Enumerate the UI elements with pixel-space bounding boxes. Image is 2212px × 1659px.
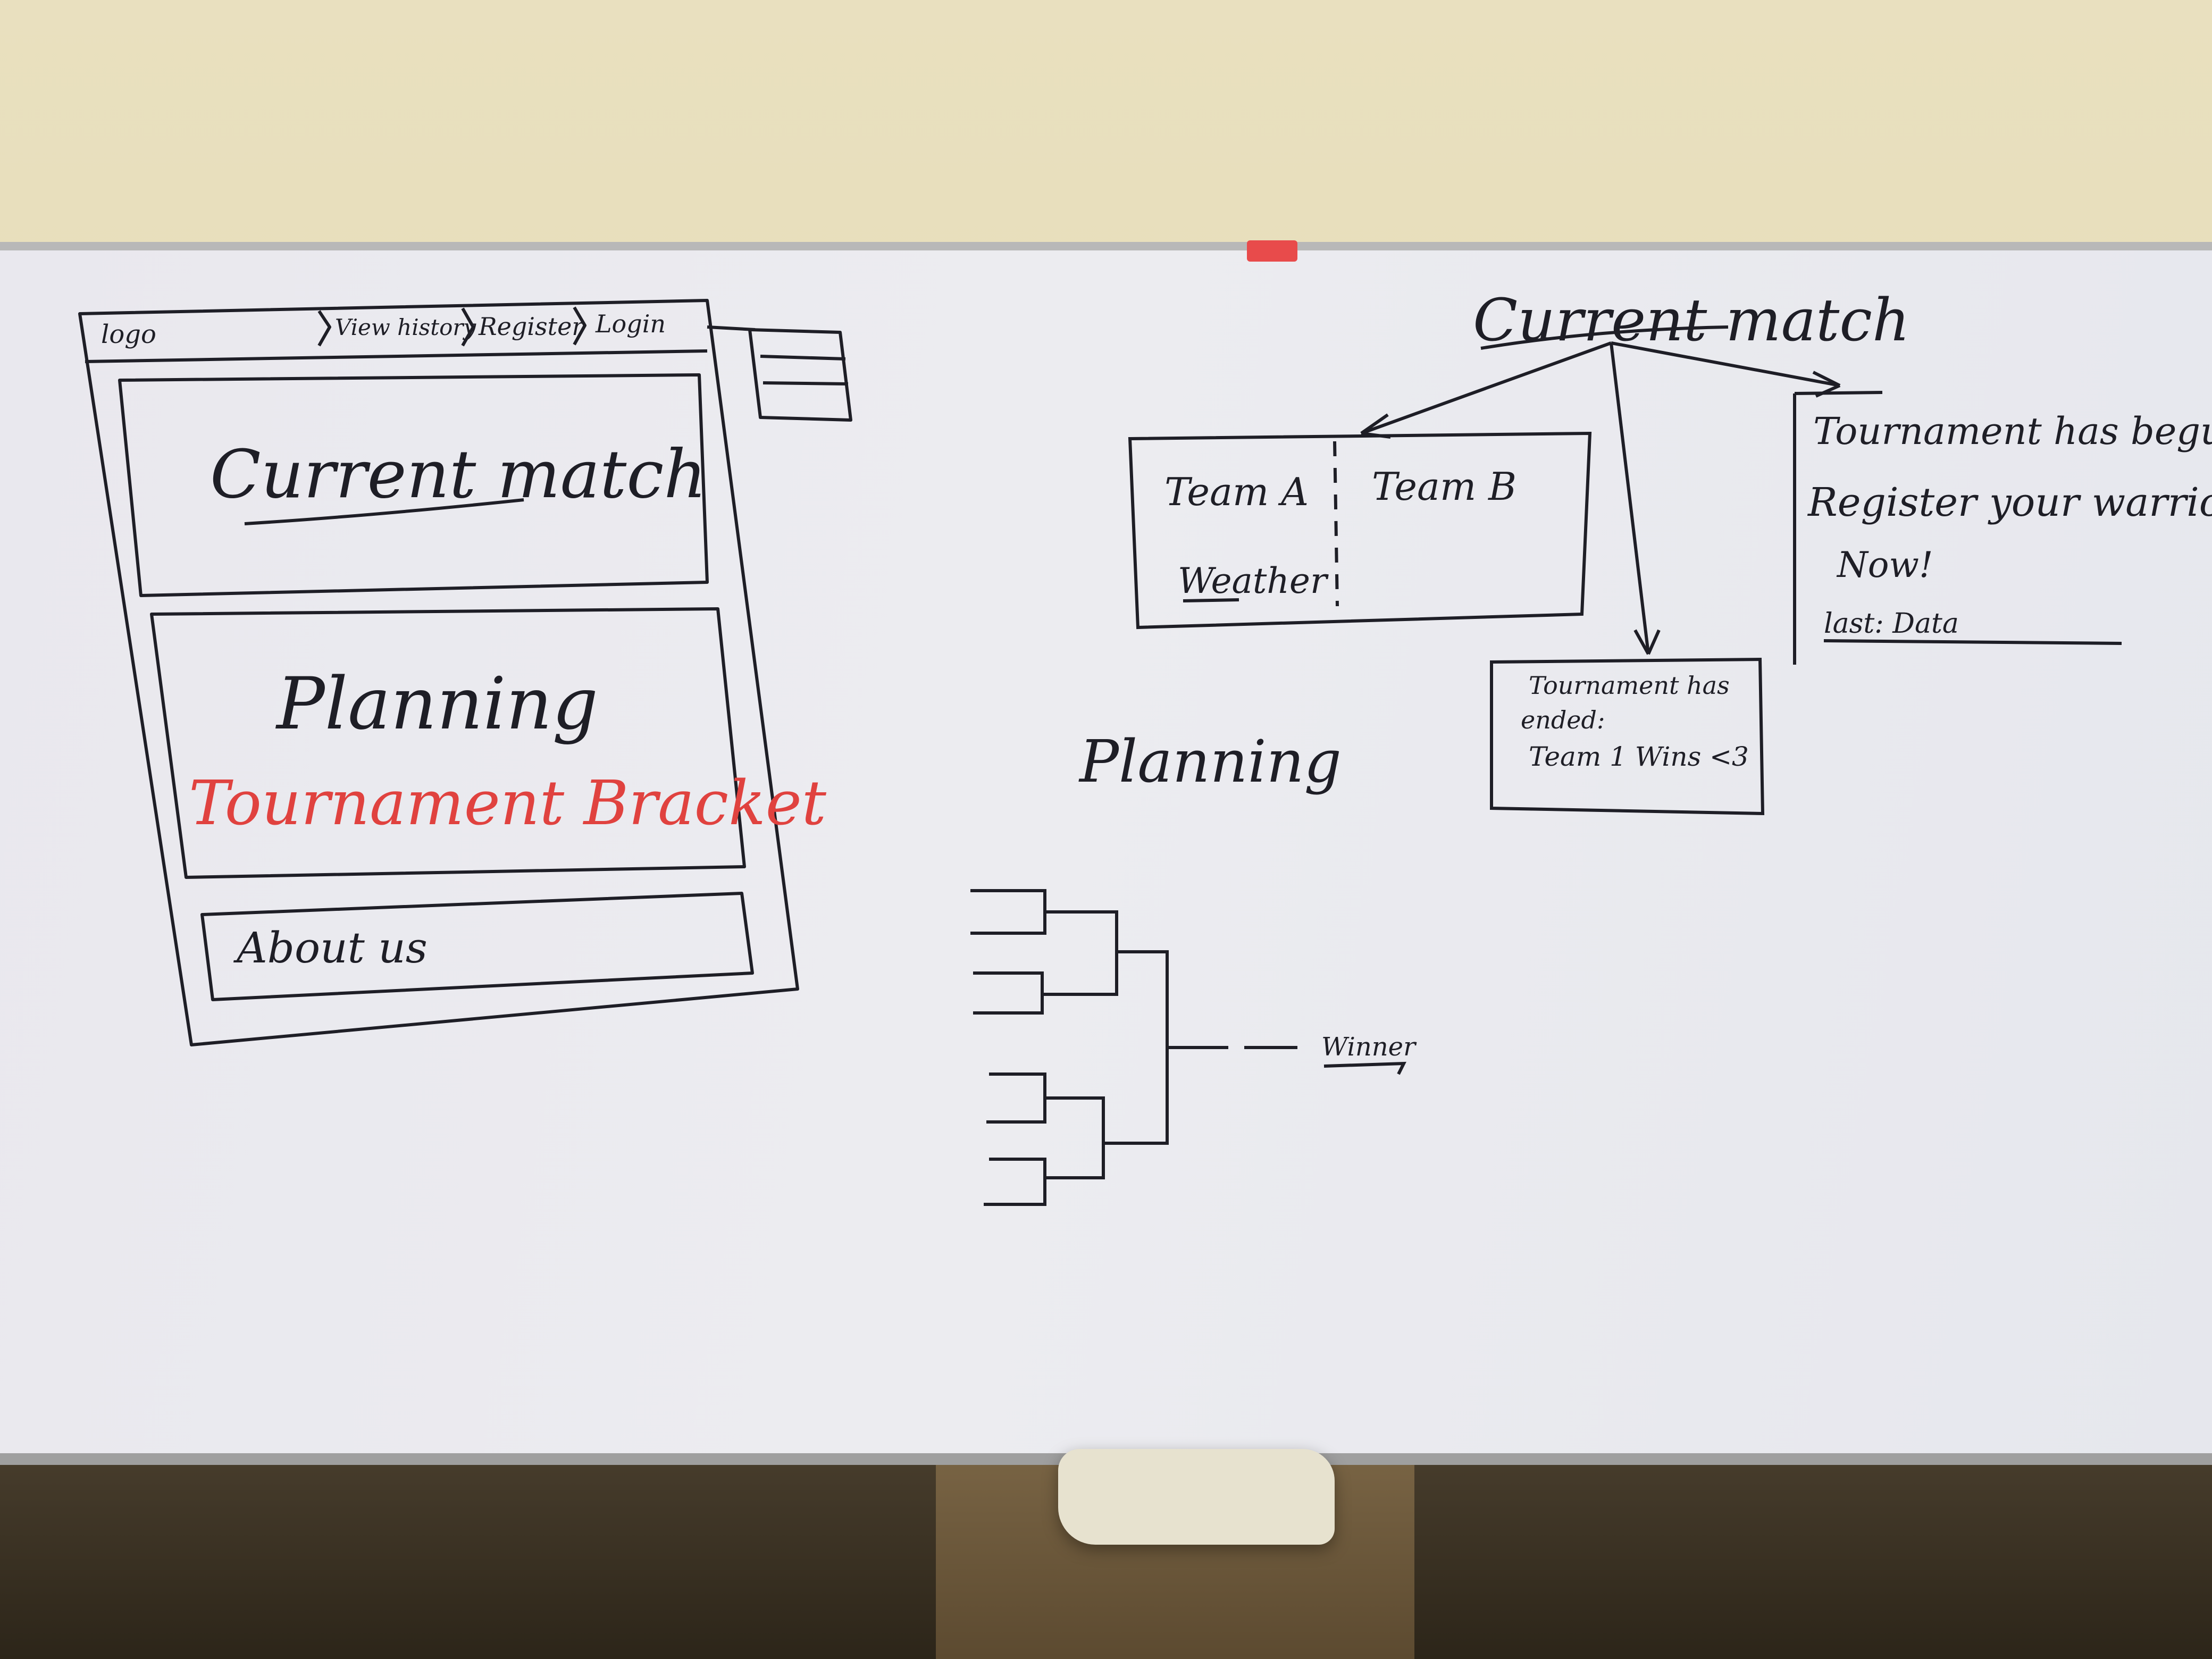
dropdown-pointer [707,325,756,331]
nav-separator-2 [461,307,475,347]
arrow-to-begin-box [1611,341,1840,387]
dropdown-box [748,328,852,422]
bracket-pair-3 [986,1073,1046,1124]
arrow-head-2 [1633,629,1661,655]
marker-clip [1247,240,1297,262]
tournament-bracket [970,889,1406,1206]
ended-line-3: Team 1 Wins <3 [1529,741,1749,772]
bracket-pair-4 [984,1158,1046,1206]
nav-view-history: View history [335,314,476,340]
bracket-pair-1 [970,889,1046,935]
begin-line-1: Tournament has begun [1813,409,2212,453]
page-outline [78,299,799,1046]
current-match-diagram [1128,325,2122,816]
arrow-to-ended-box [1610,342,1650,655]
winner-label: Winner [1321,1032,1417,1062]
header-divider [85,349,708,363]
bracket-semi-1 [1042,910,1118,996]
tournament-bracket-heading: Tournament Bracket [189,768,827,839]
nav-separator-3 [573,306,586,346]
team-b-label: Team B [1372,464,1516,509]
nav-login: Login [595,309,666,338]
whiteboard [0,242,2212,1465]
current-match-title: Current match [1473,286,1910,354]
planning-box [150,607,746,879]
ended-box [1490,657,1765,816]
diagram-title-underline [1480,325,1729,350]
pencil-pouch [1058,1449,1335,1545]
about-heading: About us [233,923,428,973]
ended-line-2: ended: [1521,706,1605,734]
current-match-heading: Current match [210,436,707,513]
begin-line-4: last: Data [1824,608,1959,640]
nav-separator-1 [317,310,331,347]
arrow-to-match-box [1360,341,1612,435]
wireframe-sketch [78,299,852,1046]
current-match-box [118,373,709,597]
bracket-pair-2 [973,971,1044,1015]
winner-underline [1323,1061,1406,1075]
ended-line-1: Tournament has [1529,671,1730,700]
begin-box [1793,391,2122,665]
dropdown-lines [760,355,849,386]
bracket-semi-2 [1045,1096,1105,1179]
team-divider [1333,441,1339,607]
nav-register: Register [478,312,585,341]
planning-title: Planning [1078,727,1342,795]
weather-underline [1183,598,1239,602]
team-a-label: Team A [1164,470,1309,514]
current-match-underline [244,498,524,525]
begin-line-2: Register your warriors [1807,480,2212,525]
match-box [1128,431,1592,630]
planning-heading: Planning [275,662,598,745]
weather-label: Weather [1178,560,1329,601]
logo-label: logo [101,320,156,349]
begin-line-3: Now! [1836,544,1933,585]
bracket-final [1103,950,1169,1145]
about-box [200,892,754,1001]
